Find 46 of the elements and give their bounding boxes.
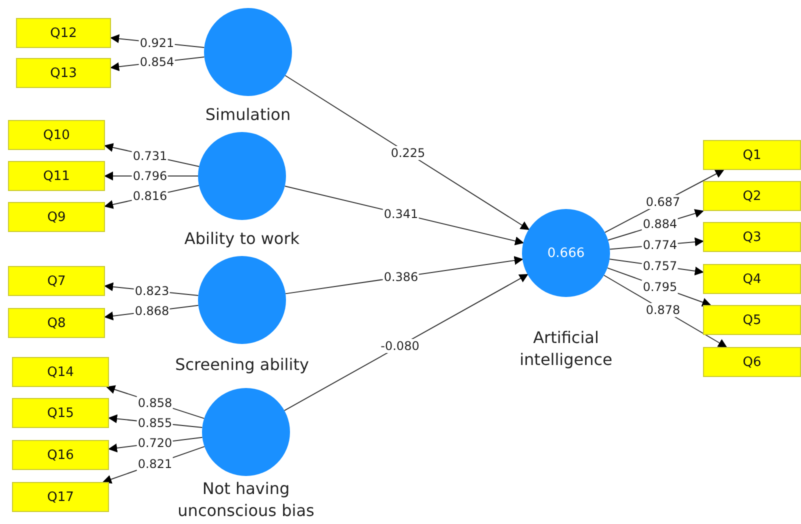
edge-label: 0.868	[134, 304, 170, 318]
edge-label: 0.731	[132, 148, 168, 163]
indicator-box: Q12	[16, 18, 111, 48]
edge-label: 0.921	[138, 36, 176, 50]
construct-label: Ability to work	[183, 228, 301, 250]
indicator-box: Q17	[12, 482, 109, 512]
edge-label: 0.757	[642, 259, 678, 274]
edge-label: 0.795	[642, 280, 678, 294]
edge-label: 0.854	[138, 55, 176, 70]
edge-label: -0.080	[380, 338, 420, 353]
edge-label: 0.884	[642, 217, 678, 232]
indicator-box: Q10	[8, 120, 105, 150]
edge-label: 0.341	[382, 206, 420, 221]
edge-label: 0.821	[136, 456, 174, 471]
indicator-box: Q7	[8, 266, 105, 296]
edge-label: 0.687	[644, 194, 682, 209]
arrow	[284, 75, 530, 230]
edge-label: 0.855	[136, 416, 174, 430]
construct-label: Not having unconscious bias	[176, 478, 316, 522]
r-squared-value: 0.666	[547, 246, 585, 260]
indicator-box: Q6	[703, 347, 801, 377]
indicator-box: Q15	[12, 398, 109, 428]
edge-label: 0.823	[134, 284, 170, 298]
edge-label: 0.774	[642, 238, 678, 252]
arrow	[284, 274, 528, 412]
indicator-box: Q16	[12, 440, 109, 470]
edge-label: 0.816	[132, 189, 168, 204]
indicator-box: Q4	[703, 264, 801, 294]
indicator-box: Q1	[703, 140, 801, 170]
indicator-box: Q3	[703, 222, 801, 252]
edge-label: 0.796	[132, 169, 168, 183]
edge-label: 0.878	[644, 302, 682, 317]
construct-label: Artificial intelligence	[518, 327, 614, 370]
edge-label: 0.225	[390, 146, 426, 160]
indicator-box: Q2	[703, 181, 801, 211]
indicator-box: Q9	[8, 202, 105, 232]
indicator-box: Q11	[8, 161, 105, 191]
edge-label: 0.720	[136, 436, 174, 450]
edge-label: 0.386	[382, 270, 420, 284]
construct-label: Simulation	[204, 104, 292, 126]
indicator-box: Q14	[12, 357, 109, 387]
indicator-box: Q13	[16, 58, 111, 88]
indicator-box: Q8	[8, 308, 105, 338]
construct-label: Screening ability	[174, 354, 310, 376]
indicator-box: Q5	[703, 305, 801, 335]
edge-label: 0.858	[136, 396, 174, 410]
